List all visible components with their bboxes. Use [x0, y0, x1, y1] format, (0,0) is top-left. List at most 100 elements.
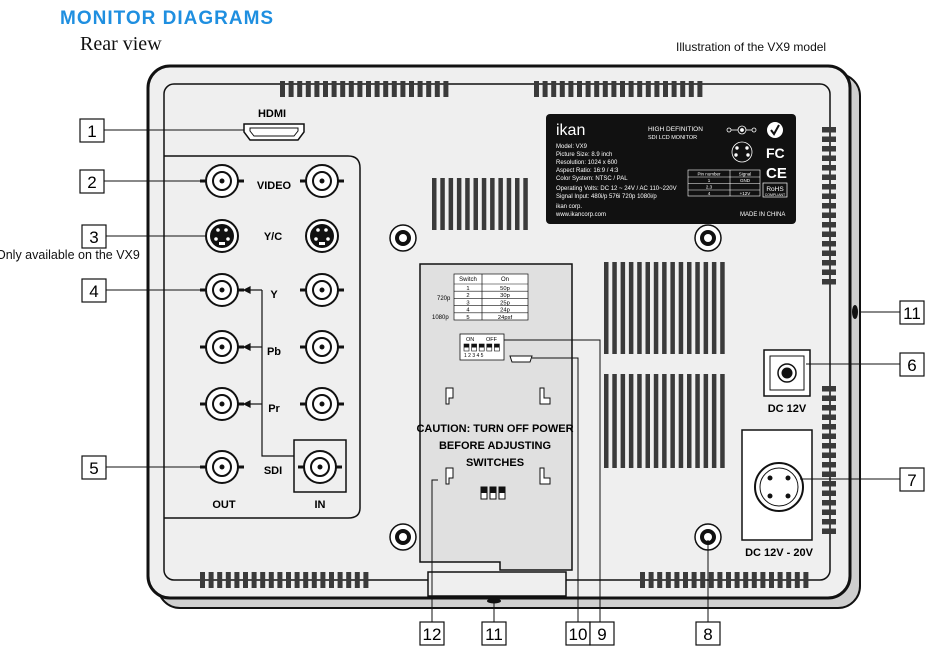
ce-mark: CE	[766, 165, 787, 182]
dc-jack	[763, 349, 811, 397]
switch-num: 1	[466, 286, 469, 292]
bottom-mount-bar	[427, 571, 567, 597]
spec-resolution: Resolution: 1024 x 600	[556, 160, 618, 166]
callout-2: 2	[79, 169, 105, 194]
in-label: IN	[315, 499, 326, 511]
connector-panel	[164, 155, 361, 519]
side-note: Only available on the VX9	[0, 248, 140, 262]
spec-picture-size: Picture Size: 8.9 inch	[556, 152, 612, 158]
bnc-connector-icon	[300, 387, 344, 421]
component-arrows	[242, 286, 294, 457]
callout-lines	[104, 129, 900, 622]
svg-text:7: 7	[907, 471, 916, 490]
y-label: Y	[270, 289, 278, 301]
svg-text:10: 10	[569, 625, 588, 644]
spec-signal-1: GND	[740, 178, 751, 183]
callout-4: 4	[81, 278, 107, 303]
right-vent-lower	[822, 386, 836, 534]
spec-label: ikan HIGH DEFINITION SDI LCD MONITOR Mod…	[546, 114, 796, 224]
dc12v-label: DC 12V	[768, 403, 807, 415]
spec-color-system: Color System: NTSC / PAL	[556, 176, 628, 182]
center-vent-right-upper	[604, 262, 725, 354]
switch-num: 3	[466, 300, 469, 306]
bottom-jack	[487, 598, 501, 604]
table-header-switch: Switch	[459, 277, 477, 283]
spec-made-in: MADE IN CHINA	[740, 212, 785, 218]
dip-off-label: OFF	[486, 337, 498, 343]
switch-num: 4	[466, 308, 470, 314]
illustration-note: Illustration of the VX9 model	[676, 40, 827, 54]
caution-line3: SWITCHES	[466, 457, 524, 469]
spec-company: ikan corp.	[556, 204, 582, 210]
top-vents	[280, 81, 703, 97]
rohs-sub: COMPLIANT	[765, 193, 786, 197]
spec-model: Model: VX9	[556, 144, 588, 150]
bnc-connector-icon	[200, 164, 244, 198]
svg-text:2: 2	[87, 173, 96, 192]
switch-on-value: 30p	[500, 293, 510, 299]
page-subtitle: Rear view	[80, 33, 162, 55]
out-label: OUT	[212, 499, 236, 511]
bnc-connector-icon	[200, 273, 244, 307]
callout-5: 5	[81, 455, 107, 480]
dip-numbers: 1 2 3 4 5	[464, 353, 484, 359]
callout-8: 8	[695, 621, 721, 646]
top-vent-right	[534, 81, 703, 97]
svg-text:11: 11	[903, 304, 921, 323]
switch-num: 2	[466, 293, 469, 299]
callout-3: 3	[81, 224, 107, 249]
spec-aspect: Aspect Ratio: 16:9 / 4:3	[556, 168, 619, 174]
callout-12: 12	[419, 621, 445, 646]
callout-6: 6	[899, 352, 925, 377]
dc-polarity-icon	[726, 125, 757, 135]
rohs-mark: RoHS	[766, 186, 784, 193]
panel-bracket	[539, 467, 551, 485]
panel-bracket	[445, 467, 454, 485]
pr-label: Pr	[268, 403, 280, 415]
bnc-connector-icon	[200, 330, 244, 364]
spec-signal: Signal Input: 480i/p 576i 720p 1080i/p	[556, 194, 657, 200]
mount-screw-icon	[389, 523, 417, 551]
svg-text:11: 11	[485, 625, 503, 644]
callout-11-bottom: 11	[481, 621, 507, 646]
spec-brand: ikan	[556, 122, 585, 139]
svg-text:12: 12	[423, 625, 442, 644]
svg-text:4: 4	[89, 282, 98, 301]
svg-text:5: 5	[89, 459, 98, 478]
svideo-connector-icon	[205, 219, 239, 253]
bnc-connectors	[200, 164, 344, 484]
caution-line2: BEFORE ADJUSTING	[439, 440, 551, 452]
top-vent-left	[280, 81, 449, 97]
callout-10: 10	[565, 621, 591, 646]
panel-bracket	[445, 387, 454, 405]
spec-hd-line1: HIGH DEFINITION	[648, 126, 703, 133]
check-logo-icon	[767, 122, 783, 138]
table-group-1080p: 1080p	[432, 315, 449, 321]
hdmi-label: HDMI	[258, 108, 286, 120]
video-label: VIDEO	[257, 180, 292, 192]
svg-text:6: 6	[907, 356, 916, 375]
spec-signal-4: +12V	[740, 191, 751, 196]
spec-volts: Operating Volts: DC 12 ~ 24V / AC 110~22…	[556, 186, 677, 192]
mount-screw-icon	[694, 224, 722, 252]
callout-11-right: 11	[899, 300, 925, 325]
bottom-vent-right	[640, 572, 809, 588]
svg-text:9: 9	[597, 625, 606, 644]
callout-7: 7	[899, 467, 925, 492]
dip-on-label: ON	[466, 337, 474, 343]
mount-screw-icon	[389, 224, 417, 252]
switch-on-value: 24psf	[498, 315, 513, 321]
sdi-label: SDI	[264, 465, 282, 477]
switch-on-value: 25p	[500, 300, 510, 306]
spec-signal-header: Signal	[739, 172, 752, 177]
svg-text:8: 8	[703, 625, 712, 644]
bnc-connector-icon	[300, 330, 344, 364]
page-title: MONITOR DIAGRAMS	[60, 8, 275, 29]
center-vent-right-lower	[604, 374, 725, 468]
right-vent-upper	[822, 127, 836, 285]
yc-label: Y/C	[264, 231, 282, 243]
side-jack	[852, 305, 858, 319]
switch-num: 5	[466, 315, 469, 321]
